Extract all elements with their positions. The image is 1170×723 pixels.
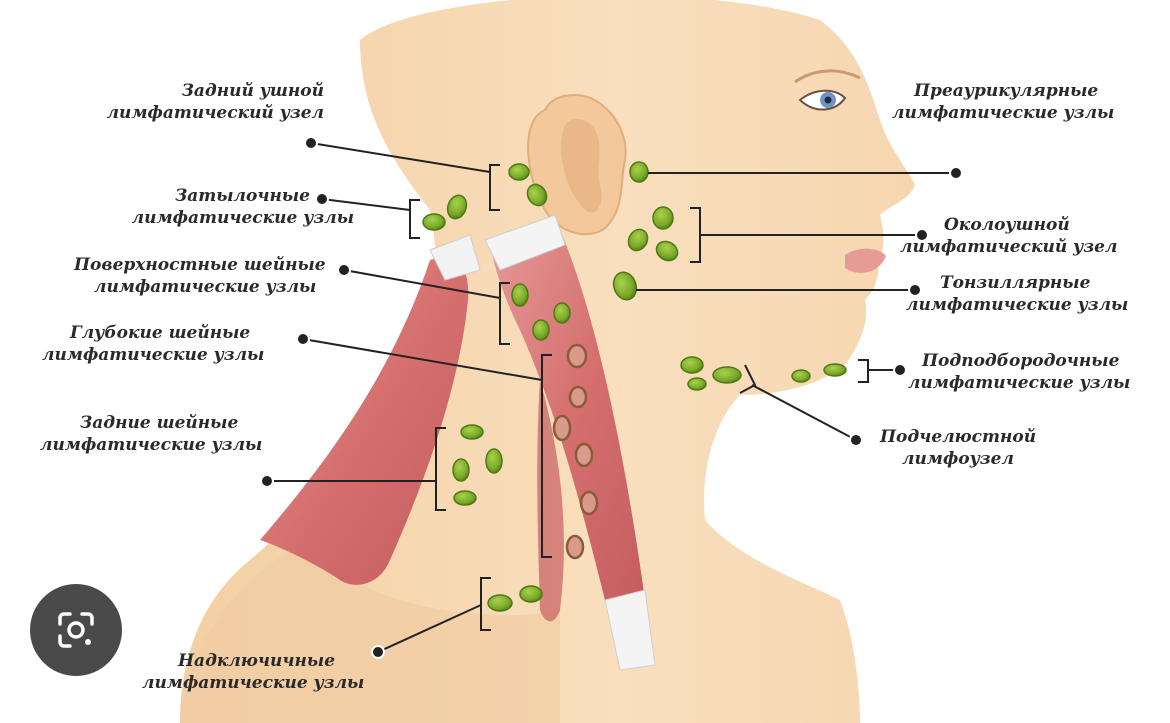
node-occipital-1 (446, 194, 468, 220)
trapezius-tendon (429, 234, 481, 281)
google-lens-icon (58, 612, 94, 648)
node-submandibular-1 (680, 356, 704, 374)
deep-node-6 (565, 534, 585, 560)
node-submental-1 (791, 369, 811, 383)
node-posterior-cervical-3 (485, 448, 503, 474)
node-superficial-3 (532, 319, 550, 341)
node-submandibular-3 (687, 377, 707, 391)
deep-node-5 (579, 490, 599, 516)
lymph-nodes (422, 161, 847, 612)
node-supraclavicular-1 (487, 594, 513, 612)
label-supraclavicular: Надключичные лимфатические узлы (142, 651, 365, 693)
node-posterior-cervical-1 (460, 424, 484, 440)
scm-lower-tendon (604, 589, 656, 671)
lips (845, 248, 886, 273)
label-deep-cervical: Глубокие шейные лимфатические узлы (42, 323, 265, 365)
label-occipital: Затылочные лимфатические узлы (131, 186, 354, 228)
shoulder-shadow (180, 550, 560, 723)
scm-upper-tendon (484, 214, 566, 271)
deep-node-4 (574, 442, 594, 468)
node-submental-2 (823, 363, 847, 377)
node-tonsillar (612, 271, 638, 301)
label-posterior-cervical: Задние шейные лимфатические узлы (40, 413, 263, 455)
node-superficial-2 (553, 302, 571, 324)
leader-dots (260, 136, 963, 659)
label-superficial-cervical: Поверхностные шейные лимфатические узлы (74, 255, 326, 297)
node-parotid-3 (655, 240, 679, 262)
label-preauricular: Преаурикулярные лимфатические узлы (892, 81, 1115, 123)
node-submandibular-2 (712, 366, 742, 384)
leader-lines (267, 142, 956, 653)
label-submental: Подподбородочные лимфатические узлы (908, 351, 1131, 393)
eyebrow (794, 69, 861, 84)
node-posterior-auricular-1 (508, 163, 530, 181)
deep-node-1 (566, 343, 588, 369)
deep-node-2 (568, 385, 588, 409)
deep-cervical-nodes (552, 343, 599, 560)
label-parotid: Околоушной лимфатический узел (900, 215, 1118, 257)
node-posterior-cervical-4 (453, 490, 477, 506)
scm-second-head (537, 380, 564, 622)
node-posterior-cervical-2 (452, 458, 470, 482)
ear-inner (561, 118, 602, 213)
node-parotid-2 (627, 228, 649, 252)
pupil (824, 96, 832, 104)
node-occipital-2 (422, 213, 446, 231)
deep-node-3 (552, 414, 572, 442)
node-posterior-auricular-2 (526, 183, 548, 207)
node-supraclavicular-2 (519, 585, 543, 603)
trapezius-muscle (260, 257, 469, 585)
google-lens-button[interactable] (30, 584, 122, 676)
node-parotid-1 (652, 206, 674, 230)
label-tonsillar: Тонзиллярные лимфатические узлы (906, 273, 1129, 315)
label-submandibular: Подчелюстной лимфоузел (880, 427, 1037, 469)
node-superficial-1 (511, 283, 529, 307)
node-preauricular (629, 161, 649, 183)
label-posterior-auricular: Задний ушной лимфатический узел (106, 81, 324, 123)
